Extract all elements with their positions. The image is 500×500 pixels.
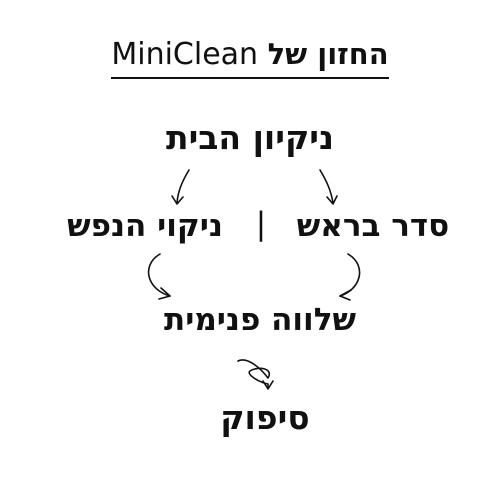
node-satisfaction: סיפוק	[220, 398, 310, 437]
node-order-in-head: סדר בראש	[296, 208, 450, 244]
arrow-home-to-right-icon	[319, 169, 338, 205]
arrow-left-to-peace-icon	[147, 253, 171, 300]
arrow-home-to-left-icon	[171, 169, 190, 205]
title-underline: MiniClean החזון של	[111, 34, 389, 79]
node-separator: |	[255, 206, 267, 242]
node-home-cleaning: ניקיון הבית	[166, 118, 334, 157]
arrow-peace-to-satisfaction-icon	[237, 359, 274, 390]
node-soul-cleansing: ניקוי הנפש	[67, 208, 223, 244]
node-inner-peace: שלווה פנימית	[164, 302, 356, 338]
title-brand: MiniClean	[111, 37, 259, 72]
title-hebrew: החזון של	[267, 37, 389, 71]
arrow-right-to-peace-icon	[339, 253, 361, 301]
page-title: MiniClean החזון של	[0, 34, 500, 79]
